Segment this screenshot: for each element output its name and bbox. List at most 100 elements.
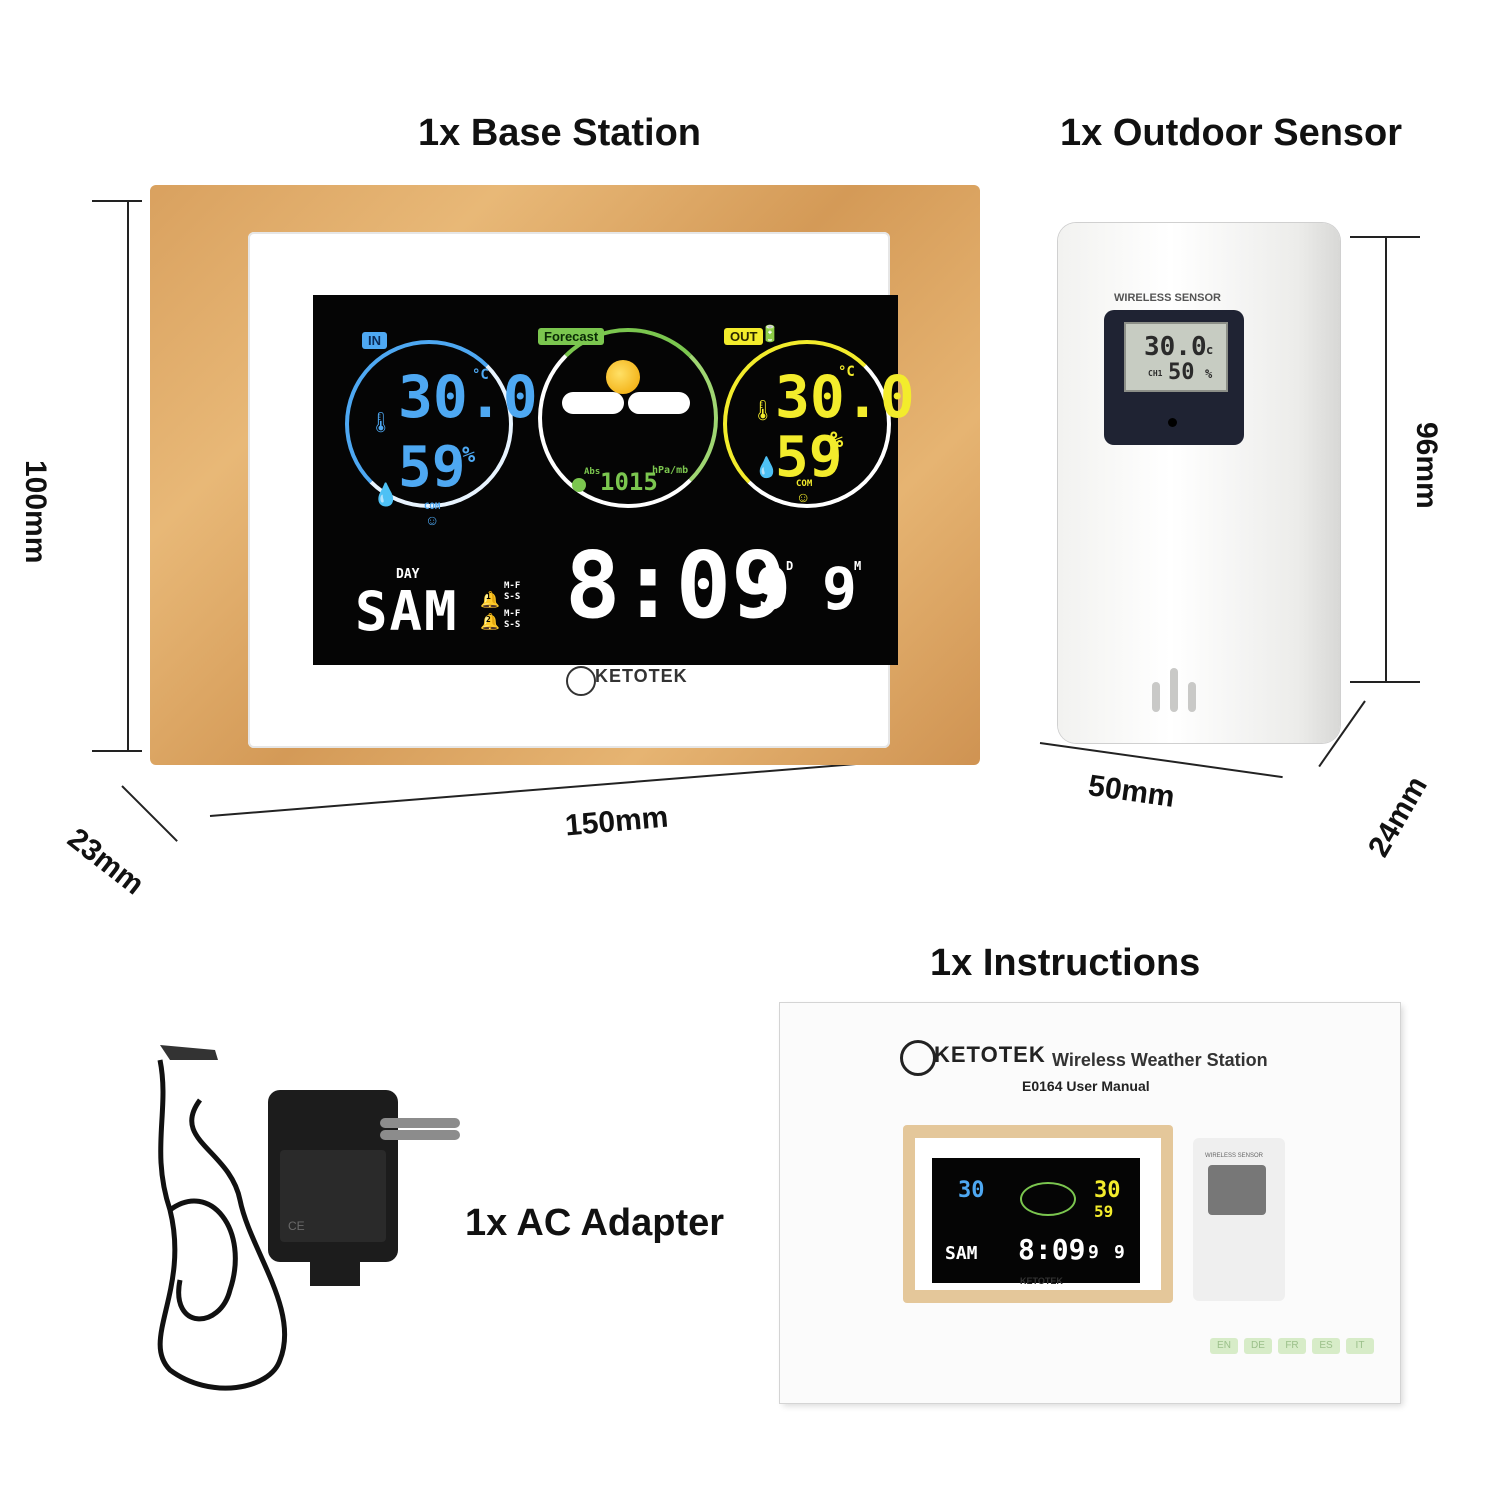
manual-mini-sensor-label: WIRELESS SENSOR [1205,1153,1264,1159]
indoor-ring [345,340,513,508]
outdoor-ring [723,340,891,508]
pressure-value: 1015 [600,468,658,496]
sun-icon [606,360,640,394]
base-depth-line [121,785,178,842]
language-tab-it: IT [1346,1338,1374,1354]
pressure-icon [572,478,586,492]
outdoor-smiley-icon: ☺ [796,489,811,505]
alarm-2-ss: S-S [504,620,521,630]
ac-adapter-heading: 1x AC Adapter [465,1202,725,1244]
sensor-humidity-unit: % [1205,367,1213,381]
manual-mini-in-temp: 30 [958,1178,985,1203]
manual-mini-date-day: 9 [1088,1242,1099,1263]
sensor-vent-2 [1170,668,1178,712]
manual-brand-logo-icon [900,1040,936,1076]
date-month-label: M [854,559,862,573]
alarm-2-mf: M-F [504,609,521,619]
alarm-2-icon: 🔔 [480,614,500,631]
indoor-temperature: 30.0 [398,363,538,431]
outdoor-temperature: 30.0 [775,363,915,431]
language-tab-fr: FR [1278,1338,1306,1354]
base-height-line [127,200,129,750]
sensor-width-label: 50mm [1086,769,1177,814]
base-height-label: 100mm [19,460,52,564]
date-day-label: D [786,559,794,573]
adapter-label-plate [280,1150,386,1242]
sensor-height-label: 96mm [1410,422,1443,509]
outdoor-tag: OUT [724,328,764,345]
manual-base-image-display [932,1158,1140,1283]
date-month: 9 [822,555,857,623]
manual-language-tabs: EN DE FR ES IT [1210,1338,1374,1354]
abs-label: Abs [584,467,601,477]
outdoor-sensor-body [1058,223,1340,743]
day-label: DAY [396,567,420,582]
instructions-heading: 1x Instructions [930,942,1201,984]
outdoor-humidity-unit: % [830,428,844,453]
sensor-height-line [1385,236,1387,681]
droplet-icon: 💧 [372,482,400,507]
adapter-cable-loop [168,1198,238,1322]
forecast-ring [538,328,718,508]
outdoor-comfort-label: COM [796,479,813,489]
thermometer-icon: 🌡 [368,412,394,434]
indoor-comfort-label: COM [424,502,441,512]
sensor-humidity: 50 [1168,360,1195,385]
sensor-height-tick-bottom [1350,681,1420,683]
sensor-lcd [1124,322,1228,392]
manual-subtitle: E0164 User Manual [1022,1078,1150,1094]
alarm-1-icon: 🔔 [480,592,500,609]
sensor-temperature: 30.0 [1144,332,1207,362]
outdoor-thermometer-icon: 🌡 [750,400,776,422]
date-day: 9 [755,555,790,623]
manual-brand: KETOTEK [934,1042,1046,1067]
manual-mini-brand: KETOTEK [1020,1276,1063,1286]
smiley-icon: ☺ [425,512,440,528]
language-tab-es: ES [1312,1338,1340,1354]
signal-icon: 🔋 [760,326,780,343]
sensor-depth-label: 24mm [1361,770,1434,863]
alarm-1-ss: S-S [504,592,521,602]
pressure-unit: hPa/mb [652,465,689,476]
sensor-width-line [1039,742,1283,779]
outdoor-sensor-heading: 1x Outdoor Sensor [1060,112,1403,154]
adapter-dc-plug [160,1045,218,1060]
cloud-left-icon [562,392,624,414]
manual-mini-out-temp: 30 [1094,1178,1121,1203]
alarm-1-mf: M-F [504,581,521,591]
manual-mini-date-month: 9 [1114,1242,1125,1263]
manual-mini-time: 8:09 [1018,1233,1086,1266]
clock-time: 8:09 [565,532,787,639]
sensor-vent-1 [1152,682,1160,712]
language-tab-en: EN [1210,1338,1238,1354]
sensor-label: WIRELESS SENSOR [1114,292,1221,304]
base-height-tick-top [92,200,142,202]
adapter-cable [157,1059,288,1391]
manual-sensor-image [1193,1138,1285,1301]
base-height-tick-bottom [92,750,142,752]
alarm-2-number: 2 [486,615,491,624]
manual-mini-forecast-ring [1020,1182,1076,1216]
ac-adapter: CE [157,1045,460,1391]
alarm-1-number: 1 [486,592,491,601]
indoor-humidity-unit: % [462,443,476,468]
sensor-led-icon [1168,418,1177,427]
adapter-pin-2 [380,1130,460,1140]
adapter-pin-1 [380,1118,460,1128]
sensor-channel: CH1 [1148,369,1163,378]
cloud-right-icon [628,392,690,414]
outdoor-temp-unit: °C [838,364,855,380]
language-tab-de: DE [1244,1338,1272,1354]
adapter-label-text: CE [288,1219,305,1233]
adapter-strain-relief [310,1262,360,1286]
outdoor-droplet-icon: 💧 [754,457,779,479]
sensor-temp-unit: c [1206,343,1214,357]
forecast-tag: Forecast [538,328,605,345]
manual-mini-hum: 59 [1094,1202,1114,1221]
sensor-height-tick-top [1350,236,1420,238]
sensor-vent-3 [1188,682,1196,712]
manual-sensor-image-screen [1208,1165,1266,1215]
manual-title: Wireless Weather Station [1052,1050,1268,1070]
base-station-heading: 1x Base Station [418,112,701,154]
indoor-temp-unit: °C [472,367,489,383]
